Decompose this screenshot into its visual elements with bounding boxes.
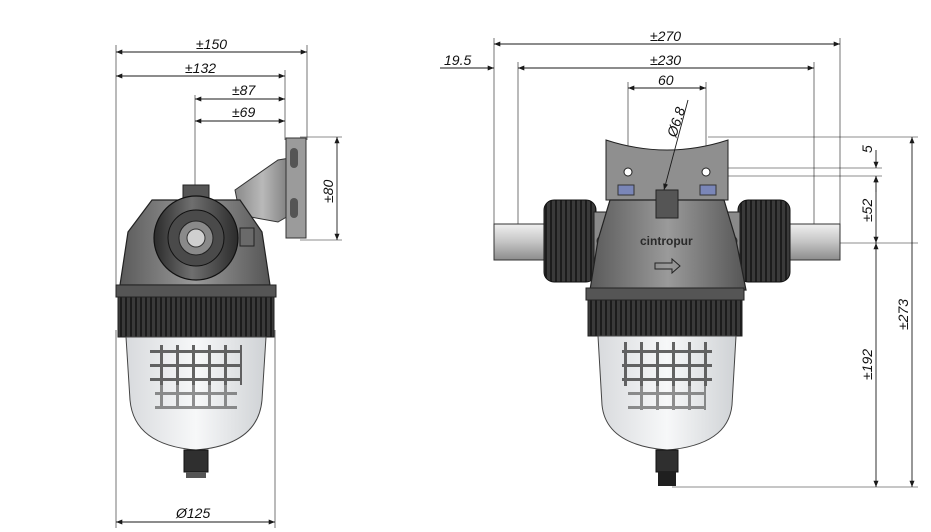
side-clear-bowl [125,336,267,478]
dim-60-label: 60 [658,72,674,88]
brand-logo: cintropur [640,234,693,248]
dim-273-label: ±273 [895,299,911,330]
dim-5-label: 5 [859,145,875,153]
dim-69-label: ±69 [232,104,255,120]
side-view: ±150 ±132 ±87 ±69 ±80 Ø125 [115,36,342,528]
dim-192-label: ±192 [859,349,875,380]
front-bowl-collar [585,287,745,337]
side-bowl-collar [115,284,277,338]
dim-270-label: ±270 [650,28,681,44]
dim-150-label: ±150 [196,36,227,52]
dim-87-label: ±87 [232,82,256,98]
flow-arrow-icon [654,257,681,275]
dim-80-label: ±80 [320,180,336,203]
front-wall-bracket [605,139,729,201]
dim-19-5-label: 19.5 [444,52,471,68]
front-clear-bowl [597,335,737,486]
front-view: cintropur ±270 ±230 19.5 60 Ø6.8 5 [440,28,918,488]
outlet-pipe [789,223,841,261]
inlet-pipe [493,223,547,261]
side-filter-head [119,184,271,286]
dim-6-8-label: Ø6.8 [663,105,688,140]
dim-52-label: ±52 [859,199,875,222]
dim-132-label: ±132 [185,60,216,76]
dim-125-label: Ø125 [175,505,210,521]
dim-230-label: ±230 [650,52,681,68]
front-filter-head: cintropur [589,189,747,291]
